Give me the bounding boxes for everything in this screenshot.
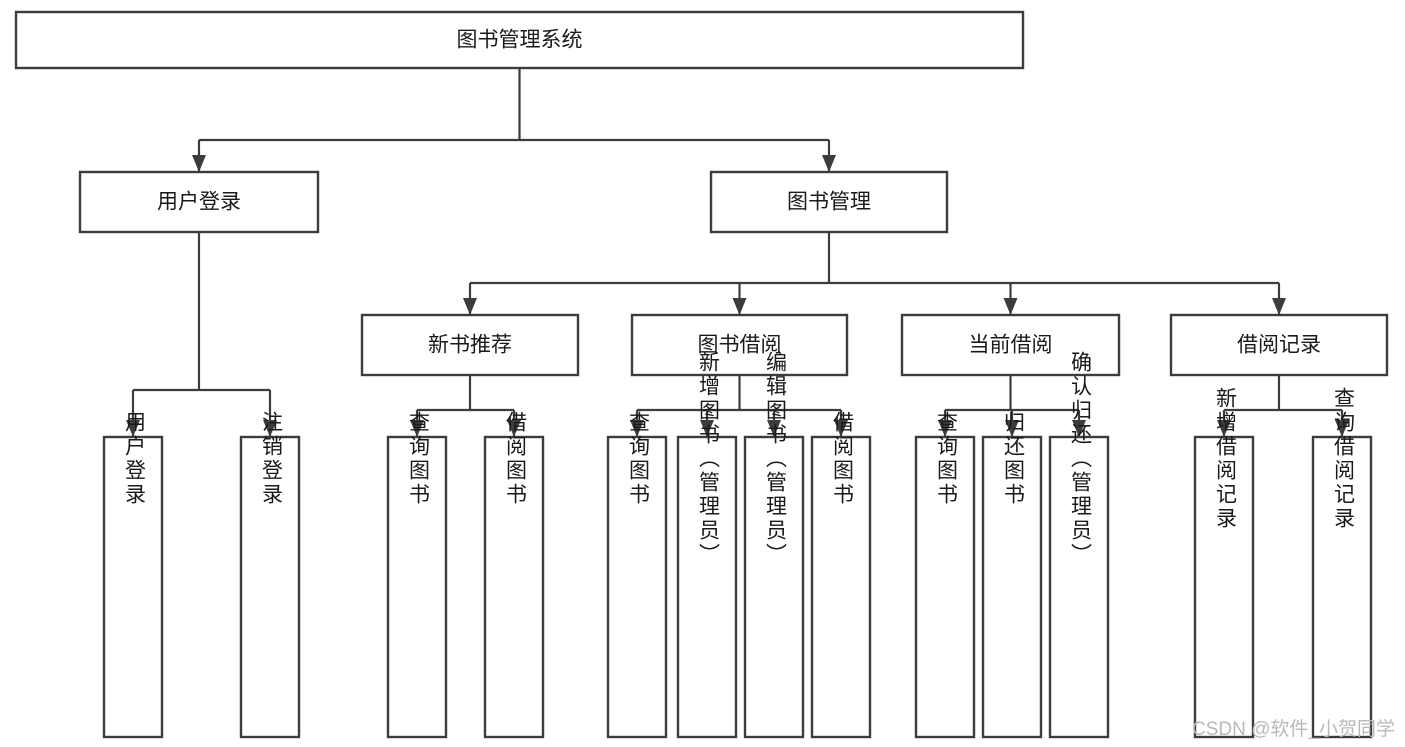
node-box-book-manage: [709, 170, 949, 234]
node-box-current-borrow: [900, 313, 1121, 377]
arrow-head-icon: [126, 420, 140, 437]
connector-group-book-manage: [463, 232, 1286, 315]
node-book-manage[interactable]: 图书管理: [709, 170, 949, 234]
node-box-user-login: [78, 170, 320, 234]
node-box-new-book-recommend: [360, 313, 580, 377]
node-leaf-add-borrow-record[interactable]: 新增借阅记录: [1193, 387, 1255, 739]
node-leaf-return-book[interactable]: 归还图书: [981, 411, 1043, 739]
arrow-head-icon: [463, 298, 477, 315]
arrow-head-icon: [1272, 298, 1286, 315]
node-user-login[interactable]: 用户登录: [78, 170, 320, 234]
node-box-root: [14, 10, 1025, 70]
node-label-leaf-query-book-1: 查询图书: [406, 411, 430, 507]
node-leaf-query-book-3[interactable]: 查询图书: [914, 411, 976, 739]
arrow-head-icon: [1335, 420, 1349, 437]
node-label-leaf-borrow-book-1: 借阅图书: [503, 411, 527, 507]
node-label-book-manage: 图书管理: [787, 191, 871, 214]
arrow-head-icon: [767, 420, 781, 437]
node-new-book-recommend[interactable]: 新书推荐: [360, 313, 580, 377]
watermark-label: CSDN @软件_小贺同学: [1192, 719, 1395, 740]
connector-group-borrow-record: [1217, 375, 1349, 437]
node-root[interactable]: 图书管理系统: [14, 10, 1025, 70]
node-label-leaf-logout-login: 注销登录: [259, 411, 283, 507]
node-label-leaf-return-book: 归还图书: [1001, 411, 1025, 507]
node-box-leaf-add-book-admin: [676, 435, 738, 739]
node-label-current-borrow: 当前借阅: [969, 334, 1053, 357]
node-label-root: 图书管理系统: [457, 29, 583, 52]
node-label-leaf-user-login: 用户登录: [122, 411, 146, 507]
arrow-head-icon: [938, 420, 952, 437]
node-leaf-borrow-book-1[interactable]: 借阅图书: [483, 411, 545, 739]
node-label-leaf-add-borrow-record: 新增借阅记录: [1213, 387, 1237, 531]
node-leaf-user-login[interactable]: 用户登录: [102, 411, 164, 739]
arrow-head-icon: [1003, 298, 1018, 315]
node-label-leaf-query-book-3: 查询图书: [934, 411, 958, 507]
node-box-leaf-edit-book-admin: [743, 435, 805, 739]
node-label-leaf-query-borrow-record: 查询借阅记录: [1331, 387, 1355, 531]
node-box-leaf-borrow-book-1: [483, 435, 545, 739]
connector-layer: [126, 68, 1349, 437]
arrow-head-icon: [192, 155, 206, 172]
arrow-head-icon: [507, 420, 521, 437]
node-label-leaf-query-book-2: 查询图书: [626, 411, 650, 507]
node-layer: 图书管理系统用户登录图书管理新书推荐图书借阅当前借阅借阅记录用户登录注销登录查询…: [14, 10, 1389, 739]
node-leaf-borrow-book-2[interactable]: 借阅图书: [810, 411, 872, 739]
node-box-leaf-add-borrow-record: [1193, 435, 1255, 739]
node-leaf-query-book-2[interactable]: 查询图书: [606, 411, 668, 739]
arrow-head-icon: [410, 420, 424, 437]
arrow-head-icon: [630, 420, 644, 437]
node-box-leaf-query-book-3: [914, 435, 976, 739]
node-leaf-query-borrow-record[interactable]: 查询借阅记录: [1311, 387, 1373, 739]
node-label-new-book-recommend: 新书推荐: [428, 334, 512, 357]
node-box-leaf-logout-login: [239, 435, 301, 739]
node-label-user-login: 用户登录: [157, 191, 241, 214]
node-label-book-borrow: 图书借阅: [698, 334, 782, 357]
connector-group-new-book-recommend: [410, 375, 521, 437]
node-leaf-logout-login[interactable]: 注销登录: [239, 411, 301, 739]
node-label-leaf-edit-book-admin: 编辑图书（管理员）: [763, 351, 787, 567]
node-current-borrow[interactable]: 当前借阅: [900, 313, 1121, 377]
node-box-leaf-return-book: [981, 435, 1043, 739]
node-book-borrow[interactable]: 图书借阅: [630, 313, 849, 377]
node-box-leaf-query-book-2: [606, 435, 668, 739]
node-leaf-edit-book-admin[interactable]: 编辑图书（管理员）: [743, 351, 805, 739]
node-label-leaf-confirm-return-admin: 确认归还（管理员）: [1068, 351, 1092, 567]
node-leaf-add-book-admin[interactable]: 新增图书（管理员）: [676, 351, 738, 739]
node-box-borrow-record: [1169, 313, 1389, 377]
arrow-head-icon: [834, 420, 848, 437]
arrow-head-icon: [822, 155, 836, 172]
arrow-head-icon: [1005, 420, 1019, 437]
connector-group-current-borrow: [938, 375, 1086, 437]
node-label-leaf-add-book-admin: 新增图书（管理员）: [696, 351, 720, 567]
arrow-head-icon: [1217, 420, 1231, 437]
arrow-head-icon: [1072, 420, 1086, 437]
node-box-book-borrow: [630, 313, 849, 377]
node-box-leaf-query-book-1: [386, 435, 448, 739]
node-borrow-record[interactable]: 借阅记录: [1169, 313, 1389, 377]
node-label-borrow-record: 借阅记录: [1237, 334, 1321, 357]
node-label-leaf-borrow-book-2: 借阅图书: [830, 411, 854, 507]
arrow-head-icon: [732, 298, 747, 315]
connector-group-book-borrow: [630, 375, 848, 437]
node-leaf-query-book-1[interactable]: 查询图书: [386, 411, 448, 739]
connector-group-root: [192, 68, 836, 172]
arrow-head-icon: [263, 420, 277, 437]
node-leaf-confirm-return-admin[interactable]: 确认归还（管理员）: [1048, 351, 1110, 739]
connector-group-user-login: [126, 232, 277, 437]
node-box-leaf-borrow-book-2: [810, 435, 872, 739]
node-box-leaf-user-login: [102, 435, 164, 739]
arrow-head-icon: [700, 420, 714, 437]
node-box-leaf-confirm-return-admin: [1048, 435, 1110, 739]
node-box-leaf-query-borrow-record: [1311, 435, 1373, 739]
